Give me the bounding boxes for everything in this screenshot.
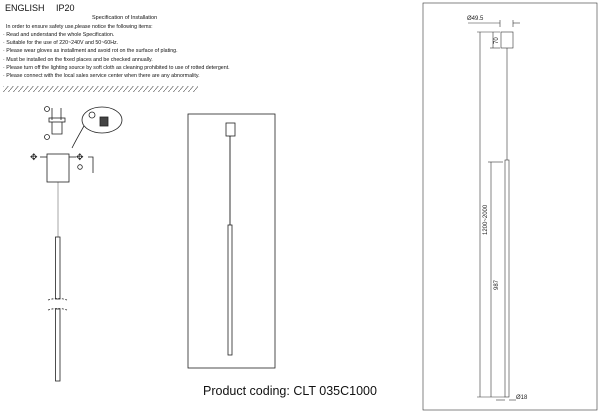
dimension-drawing <box>422 2 598 411</box>
spec-item: · Please turn off the lighting source by… <box>3 65 230 71</box>
spec-item: · Must be installed on the fixed places … <box>3 57 153 63</box>
dim-tube-length: 987 <box>494 279 500 290</box>
dim-total-height: 1200~2000 <box>483 204 489 235</box>
hatch-divider <box>3 86 198 92</box>
spec-item: · Read and understand the whole Specific… <box>3 32 115 38</box>
svg-text:✥: ✥ <box>30 152 38 162</box>
svg-text:✥: ✥ <box>76 152 84 162</box>
ip-rating: IP20 <box>56 3 75 13</box>
installation-diagram: ✥ ✥ <box>30 106 123 382</box>
spec-item: · Please connect with the local sales se… <box>3 73 200 79</box>
spec-title: Specification of Installation <box>92 15 158 21</box>
spec-item: · Suitable for the use of 220~240V and 5… <box>3 40 119 46</box>
dim-tube-diameter: Ø18 <box>516 395 528 401</box>
product-illustration <box>187 113 276 369</box>
dim-canopy-diameter: Ø49.5 <box>467 16 484 22</box>
product-coding: Product coding: CLT 035C1000 <box>203 384 377 398</box>
dim-canopy-height: 70 <box>494 37 500 44</box>
spec-intro: In order to ensure safety use,please not… <box>6 24 153 30</box>
spec-item: · Please wear gloves as installment and … <box>3 48 178 54</box>
language-label: ENGLISH <box>5 3 45 13</box>
